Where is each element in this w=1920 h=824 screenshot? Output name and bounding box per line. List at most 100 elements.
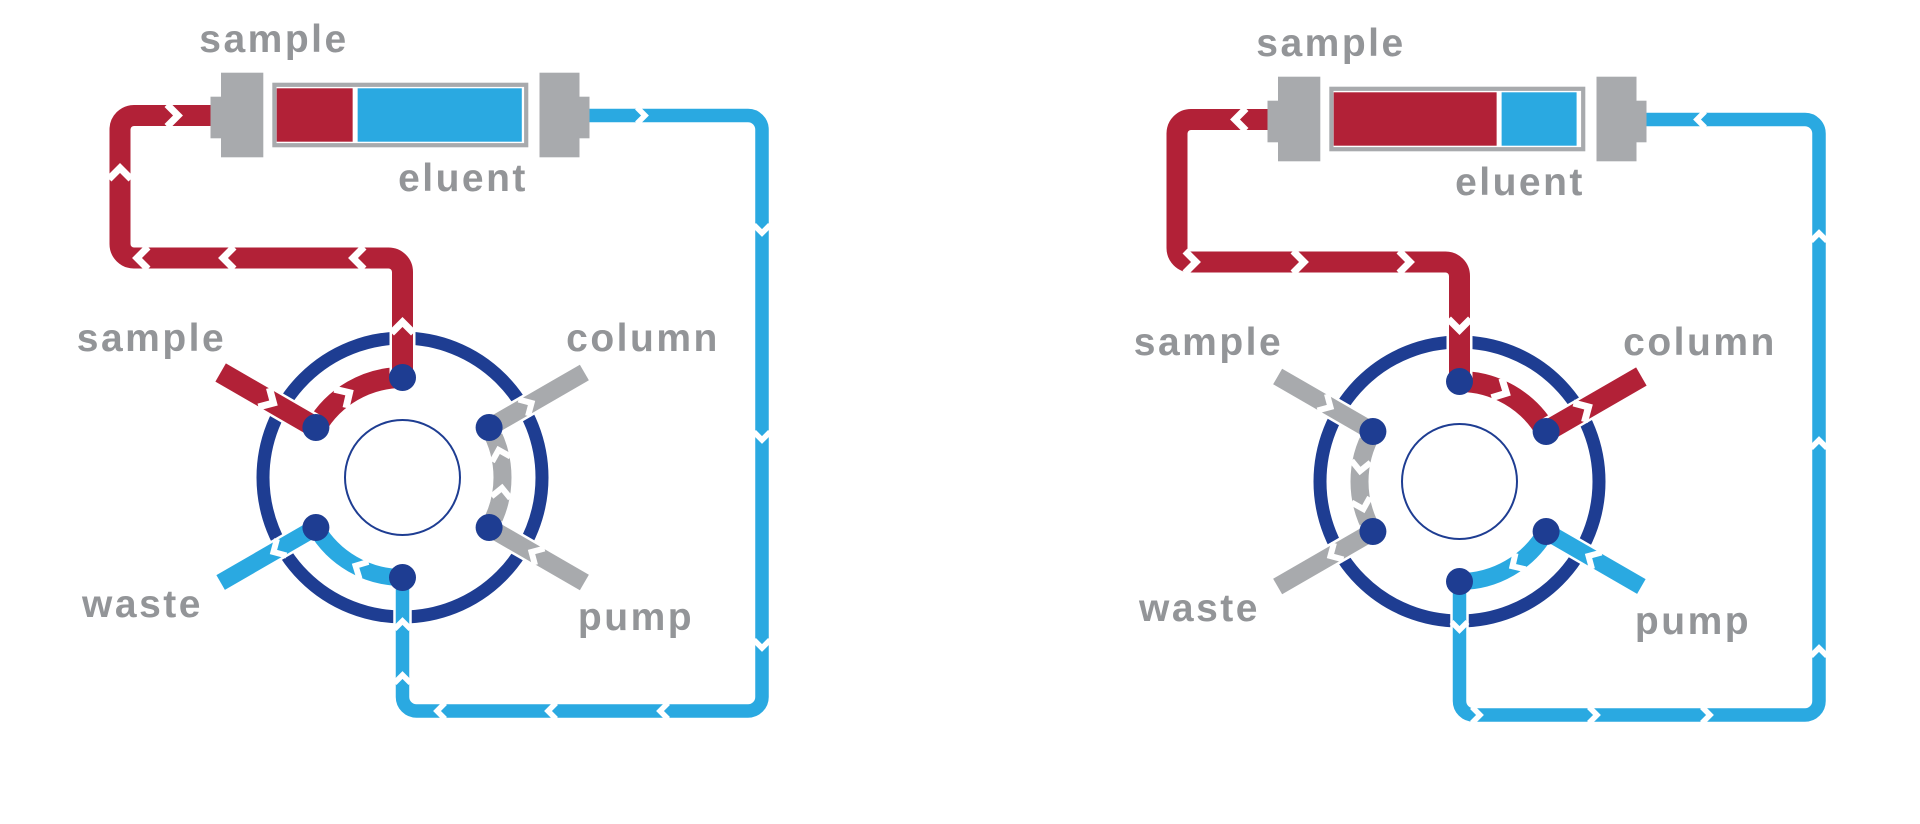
loop-end-cap-right — [1596, 76, 1637, 162]
sample-loop-sample-fill — [1333, 92, 1497, 146]
flow-arrow — [132, 244, 151, 272]
flow-arrow — [517, 396, 536, 417]
label-loop-top: sample — [1256, 22, 1405, 65]
flow-arrow — [1349, 458, 1373, 476]
flow-arrow — [164, 102, 183, 129]
label-valve-lower-left: waste — [1138, 587, 1260, 630]
valve-channel-pump-to-loop-bottom — [1459, 527, 1554, 590]
loop-collar-left — [1267, 100, 1278, 143]
label-valve-upper-left: sample — [77, 317, 226, 360]
valve-port-sample — [302, 414, 330, 441]
eluent-tube — [1452, 112, 1826, 722]
sample-stub — [1273, 368, 1378, 440]
diagram-inject: sample eluent sample column waste pump — [1134, 22, 1829, 725]
sample-loop-eluent-fill — [357, 88, 522, 142]
flow-arrow — [1584, 549, 1603, 570]
loop-end-cap-right — [539, 72, 580, 158]
sample-loop — [210, 72, 590, 158]
eluent-tube — [395, 108, 769, 718]
flow-arrow — [1700, 705, 1714, 725]
pump-stub — [1541, 524, 1646, 594]
waste-stub — [216, 520, 321, 590]
flow-arrow — [1230, 106, 1249, 133]
flow-arrow — [348, 244, 367, 272]
sample-tube — [109, 105, 413, 378]
flow-arrow — [333, 385, 354, 409]
flow-arrow — [1449, 620, 1470, 634]
flow-arrow — [257, 387, 278, 411]
flow-arrow — [544, 701, 558, 721]
valve-port-waste — [302, 514, 330, 541]
flow-arrow — [1809, 644, 1829, 658]
flow-arrow — [489, 445, 512, 464]
flow-arrow — [1572, 399, 1593, 423]
valve-channel-pump-to-column — [481, 423, 512, 532]
label-valve-upper-right: column — [566, 317, 720, 360]
flow-arrow — [1508, 552, 1527, 573]
flow-arrow — [1163, 299, 1191, 318]
valve-channel-sample-to-waste — [1350, 427, 1381, 536]
flow-arrow — [1326, 542, 1345, 563]
sample-loop-eluent-fill — [1501, 92, 1577, 146]
valve-port-loop-top — [1446, 368, 1473, 395]
valve-channel-sample-to-loop-top — [306, 367, 403, 434]
label-loop-top: sample — [199, 18, 348, 61]
valve-port-waste — [1359, 518, 1387, 545]
flow-arrow — [1490, 377, 1511, 402]
flow-arrow — [218, 244, 237, 272]
valve-inner-circle — [1401, 423, 1518, 540]
flow-arrow — [389, 317, 416, 336]
label-valve-lower-right: pump — [578, 596, 694, 639]
flow-arrow — [1396, 248, 1415, 276]
flow-arrow — [269, 538, 288, 559]
valve-port-loop-bottom — [1446, 568, 1473, 595]
flow-arrow — [1587, 705, 1601, 725]
flow-arrow — [392, 671, 413, 685]
flow-arrow — [635, 105, 649, 126]
flow-arrow — [392, 617, 413, 631]
flow-arrow — [433, 701, 447, 721]
flow-arrow — [1316, 393, 1335, 414]
sample-loop — [1267, 76, 1647, 162]
loop-collar-right — [579, 96, 590, 139]
valve-port-pump — [475, 514, 503, 541]
flow-arrow — [656, 701, 670, 721]
column-stub — [484, 364, 589, 436]
valve-port-loop-top — [389, 364, 416, 391]
valve-port-pump — [1532, 518, 1560, 545]
label-valve-upper-left: sample — [1134, 321, 1283, 364]
valve-port-column — [1532, 418, 1560, 445]
flow-arrow — [752, 223, 772, 237]
flow-arrow — [1182, 248, 1201, 276]
column-stub — [1540, 367, 1647, 441]
flow-arrow — [1350, 495, 1373, 514]
waste-stub — [1273, 523, 1378, 595]
loop-collar-right — [1636, 100, 1647, 143]
valve-inner-circle — [344, 419, 461, 536]
flow-arrow — [1809, 436, 1829, 450]
sample-tube — [1166, 109, 1470, 382]
label-valve-upper-right: column — [1623, 321, 1777, 364]
flow-arrow — [752, 638, 772, 652]
loop-end-cap-left — [1278, 76, 1321, 162]
pump-stub — [484, 519, 589, 591]
label-loop-bottom: eluent — [1455, 161, 1585, 204]
flow-arrow — [351, 558, 370, 580]
label-valve-lower-right: pump — [1635, 600, 1751, 643]
valve-port-column — [475, 414, 503, 441]
loop-end-cap-left — [221, 72, 264, 158]
sample-stub — [215, 363, 322, 437]
flow-arrow — [1470, 705, 1484, 725]
flow-arrow — [1290, 248, 1309, 276]
flow-arrow — [752, 430, 772, 444]
flow-arrow — [527, 545, 546, 566]
flow-arrow — [489, 483, 513, 501]
flow-arrow — [1809, 229, 1829, 243]
flow-arrow — [1693, 109, 1707, 130]
valve-port-loop-bottom — [389, 564, 416, 591]
label-valve-lower-left: waste — [81, 583, 203, 626]
flow-arrow — [1446, 316, 1473, 335]
